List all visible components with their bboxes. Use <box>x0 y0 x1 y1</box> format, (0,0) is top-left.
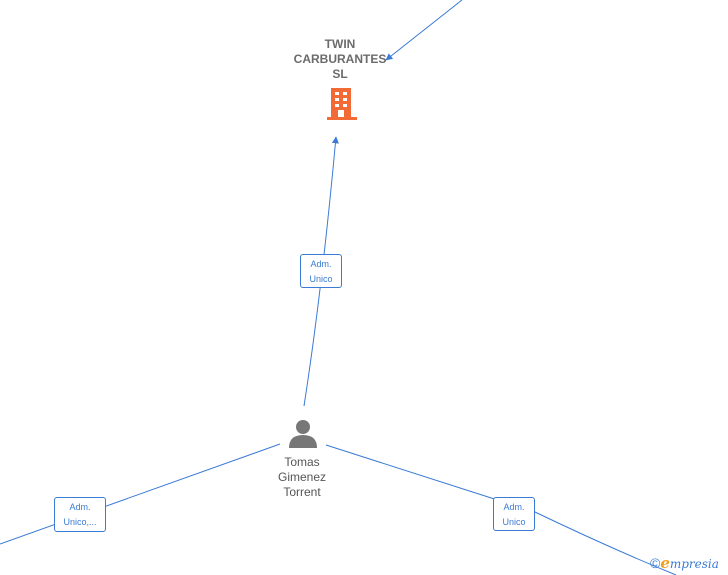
edge-person-to-left <box>0 443 281 545</box>
edge-label-line: Unico <box>309 274 333 284</box>
edge-offscreen-top <box>385 0 463 61</box>
person-name-line: Gimenez <box>277 470 327 484</box>
empresia-watermark[interactable]: ©empresia <box>650 554 728 574</box>
edge-label-line: Unico <box>502 517 526 527</box>
edge-label-line: Unico,... <box>63 517 97 527</box>
company-name-line: CARBURANTES <box>293 52 387 66</box>
edge-label-right[interactable]: Adm. Unico <box>493 497 535 531</box>
brand-initial: e <box>660 554 670 572</box>
company-name[interactable]: TWIN CARBURANTES SL <box>284 37 396 82</box>
edge-person-to-right <box>325 444 677 575</box>
company-name-line: TWIN <box>324 37 356 51</box>
person-name-line: Tomas <box>284 455 320 469</box>
brand-name: mpresia <box>669 557 719 571</box>
person-icon[interactable] <box>289 420 317 448</box>
copyright-icon: © <box>650 555 661 571</box>
edge-label-line: Adm. <box>310 259 332 269</box>
company-name-line: SL <box>332 67 348 81</box>
edge-label-line: Adm. <box>503 502 525 512</box>
person-name-line: Torrent <box>283 485 321 499</box>
edge-label-top[interactable]: Adm. Unico <box>300 254 342 288</box>
edge-label-left[interactable]: Adm. Unico,... <box>54 497 106 532</box>
edge-label-line: Adm. <box>69 502 91 512</box>
building-icon[interactable] <box>327 88 357 120</box>
person-name[interactable]: Tomas Gimenez Torrent <box>262 455 342 500</box>
